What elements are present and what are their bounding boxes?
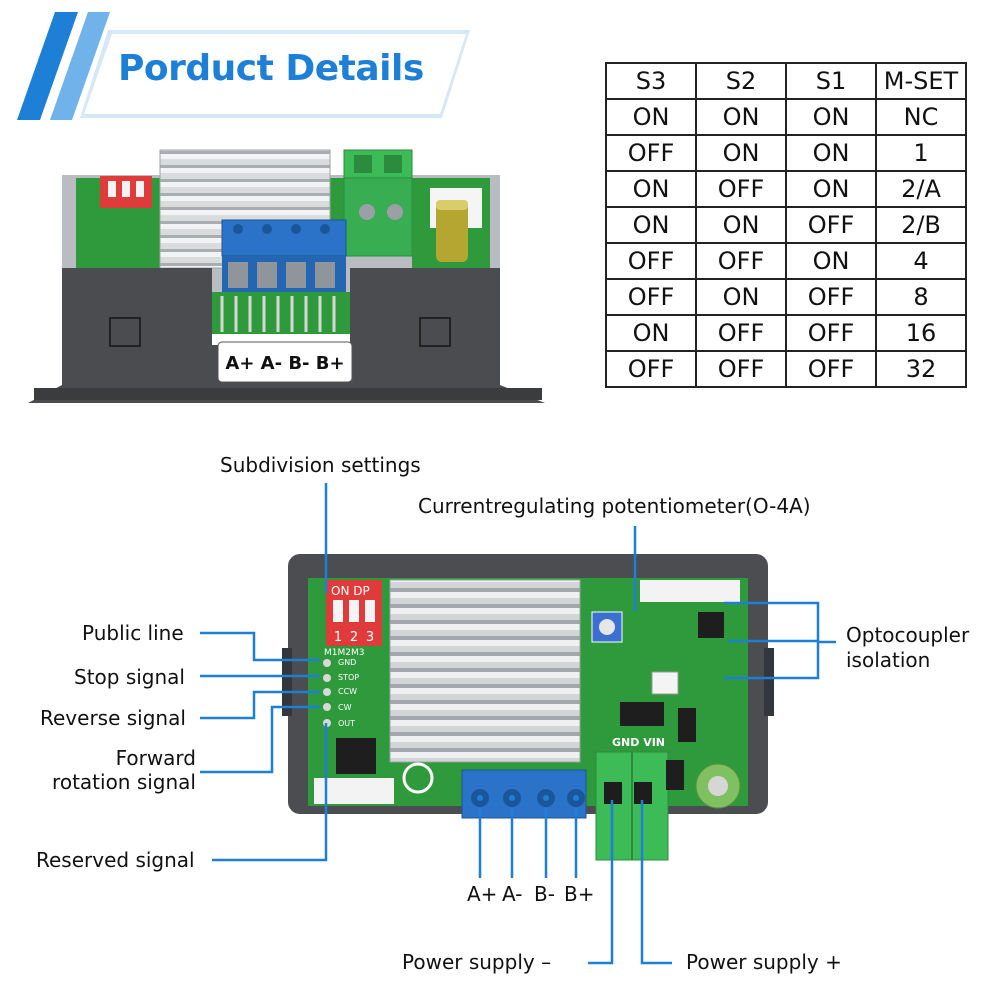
label-forward-line1: Forward <box>115 746 196 770</box>
table-header-cell: S3 <box>605 62 697 100</box>
table-cell: ON <box>785 170 877 208</box>
table-cell: 8 <box>875 278 967 316</box>
green-terminal-top <box>343 149 413 257</box>
header-banner: Porduct Details <box>0 0 470 135</box>
banner-stripes <box>17 12 470 120</box>
table-cell: OFF <box>605 134 697 172</box>
table-row: ON OFF OFF 16 <box>605 314 967 352</box>
label-subdivision-settings: Subdivision settings <box>220 453 421 477</box>
top-terminal-label: A+ A- B- B+ <box>225 353 344 374</box>
label-terminal-a-minus: A- <box>502 882 523 906</box>
capacitor-top <box>436 200 468 262</box>
pin-header-label: M1M2M3 <box>324 648 364 658</box>
table-cell: ON <box>605 170 697 208</box>
table-row: OFF ON OFF 8 <box>605 278 967 316</box>
table-cell: OFF <box>785 278 877 316</box>
pin-label: GND <box>338 658 356 667</box>
dip-switch: ON DP 1 2 3 <box>326 580 382 646</box>
table-row: OFF OFF ON 4 <box>605 242 967 280</box>
table-cell: ON <box>605 314 697 352</box>
label-reverse-signal: Reverse signal <box>40 706 186 730</box>
label-power-supply-plus: Power supply + <box>686 950 842 974</box>
table-header-cell: S2 <box>695 62 787 100</box>
optocoupler-chip <box>698 612 724 638</box>
table-row: ON ON ON NC <box>605 98 967 136</box>
table-cell: ON <box>695 278 787 316</box>
table-cell: OFF <box>605 242 697 280</box>
table-cell: OFF <box>605 278 697 316</box>
table-cell: ON <box>695 206 787 244</box>
table-row: ON OFF ON 2/A <box>605 170 967 208</box>
table-cell: ON <box>695 98 787 136</box>
table-cell: 2/A <box>875 170 967 208</box>
table-cell: ON <box>785 134 877 172</box>
table-cell: OFF <box>785 350 877 388</box>
table-row: OFF OFF OFF 32 <box>605 350 967 388</box>
heatsink <box>389 579 581 763</box>
label-forward-line2: rotation signal <box>52 770 196 794</box>
power-terminal <box>595 751 669 861</box>
label-stop-signal: Stop signal <box>74 665 185 689</box>
table-cell: OFF <box>785 314 877 352</box>
label-terminal-b-minus: B- <box>534 882 555 906</box>
label-terminal-a-plus: A+ <box>467 882 498 906</box>
label-forward-rotation: Forward rotation signal <box>36 746 196 794</box>
table-cell: 2/B <box>875 206 967 244</box>
pin-label: CW <box>338 703 352 712</box>
table-cell: OFF <box>695 170 787 208</box>
label-optocoupler-isolation: Optocoupler isolation <box>846 623 969 673</box>
label-optocoupler-line1: Optocoupler <box>846 623 970 647</box>
label-potentiometer: Currentregulating potentiometer(O-4A) <box>418 494 811 518</box>
table-cell: 16 <box>875 314 967 352</box>
label-reserved-signal: Reserved signal <box>36 848 195 872</box>
label-public-line: Public line <box>82 621 184 645</box>
dip-switch-number: 1 <box>334 630 342 645</box>
table-cell: ON <box>605 98 697 136</box>
table-cell: OFF <box>785 206 877 244</box>
table-cell: ON <box>605 206 697 244</box>
blue-terminal-top <box>221 219 347 296</box>
motor-terminal <box>461 769 587 819</box>
table-cell: 32 <box>875 350 967 388</box>
pin-label: OUT <box>338 719 355 728</box>
table-cell: OFF <box>605 350 697 388</box>
table-cell: 4 <box>875 242 967 280</box>
table-header-cell: M-SET <box>875 62 967 100</box>
subdivision-table: S3 S2 S1 M-SET ON ON ON NC OFF ON ON 1 O… <box>605 62 967 388</box>
device-photo-top: A+ A- B- B+ <box>28 149 545 403</box>
table-header-cell: S1 <box>785 62 877 100</box>
table-cell: OFF <box>695 314 787 352</box>
dip-switch-number: 3 <box>366 630 374 645</box>
label-optocoupler-line2: isolation <box>846 648 931 672</box>
label-power-supply-minus: Power supply – <box>402 950 552 974</box>
table-cell: ON <box>785 242 877 280</box>
ic-chip <box>336 738 376 774</box>
power-terminal-label: GND VIN <box>612 736 665 749</box>
pin-label: STOP <box>338 673 359 682</box>
table-cell: OFF <box>695 350 787 388</box>
table-cell: ON <box>695 134 787 172</box>
pin-label: CCW <box>338 687 357 696</box>
dip-switch-number: 2 <box>350 630 358 645</box>
table-header-row: S3 S2 S1 M-SET <box>605 62 967 100</box>
page-title: Porduct Details <box>118 48 424 89</box>
table-cell: NC <box>875 98 967 136</box>
table-cell: 1 <box>875 134 967 172</box>
table-cell: OFF <box>695 242 787 280</box>
callout-dots <box>477 795 579 801</box>
table-row: ON ON OFF 2/B <box>605 206 967 244</box>
callout-lines <box>200 483 836 965</box>
table-row: OFF ON ON 1 <box>605 134 967 172</box>
label-terminal-b-plus: B+ <box>564 882 595 906</box>
table-cell: ON <box>785 98 877 136</box>
device-board-front: ON DP 1 2 3 M1M2M3 GND STOP CCW CW OUT <box>282 554 774 861</box>
dip-switch-on-label: ON DP <box>331 584 370 598</box>
